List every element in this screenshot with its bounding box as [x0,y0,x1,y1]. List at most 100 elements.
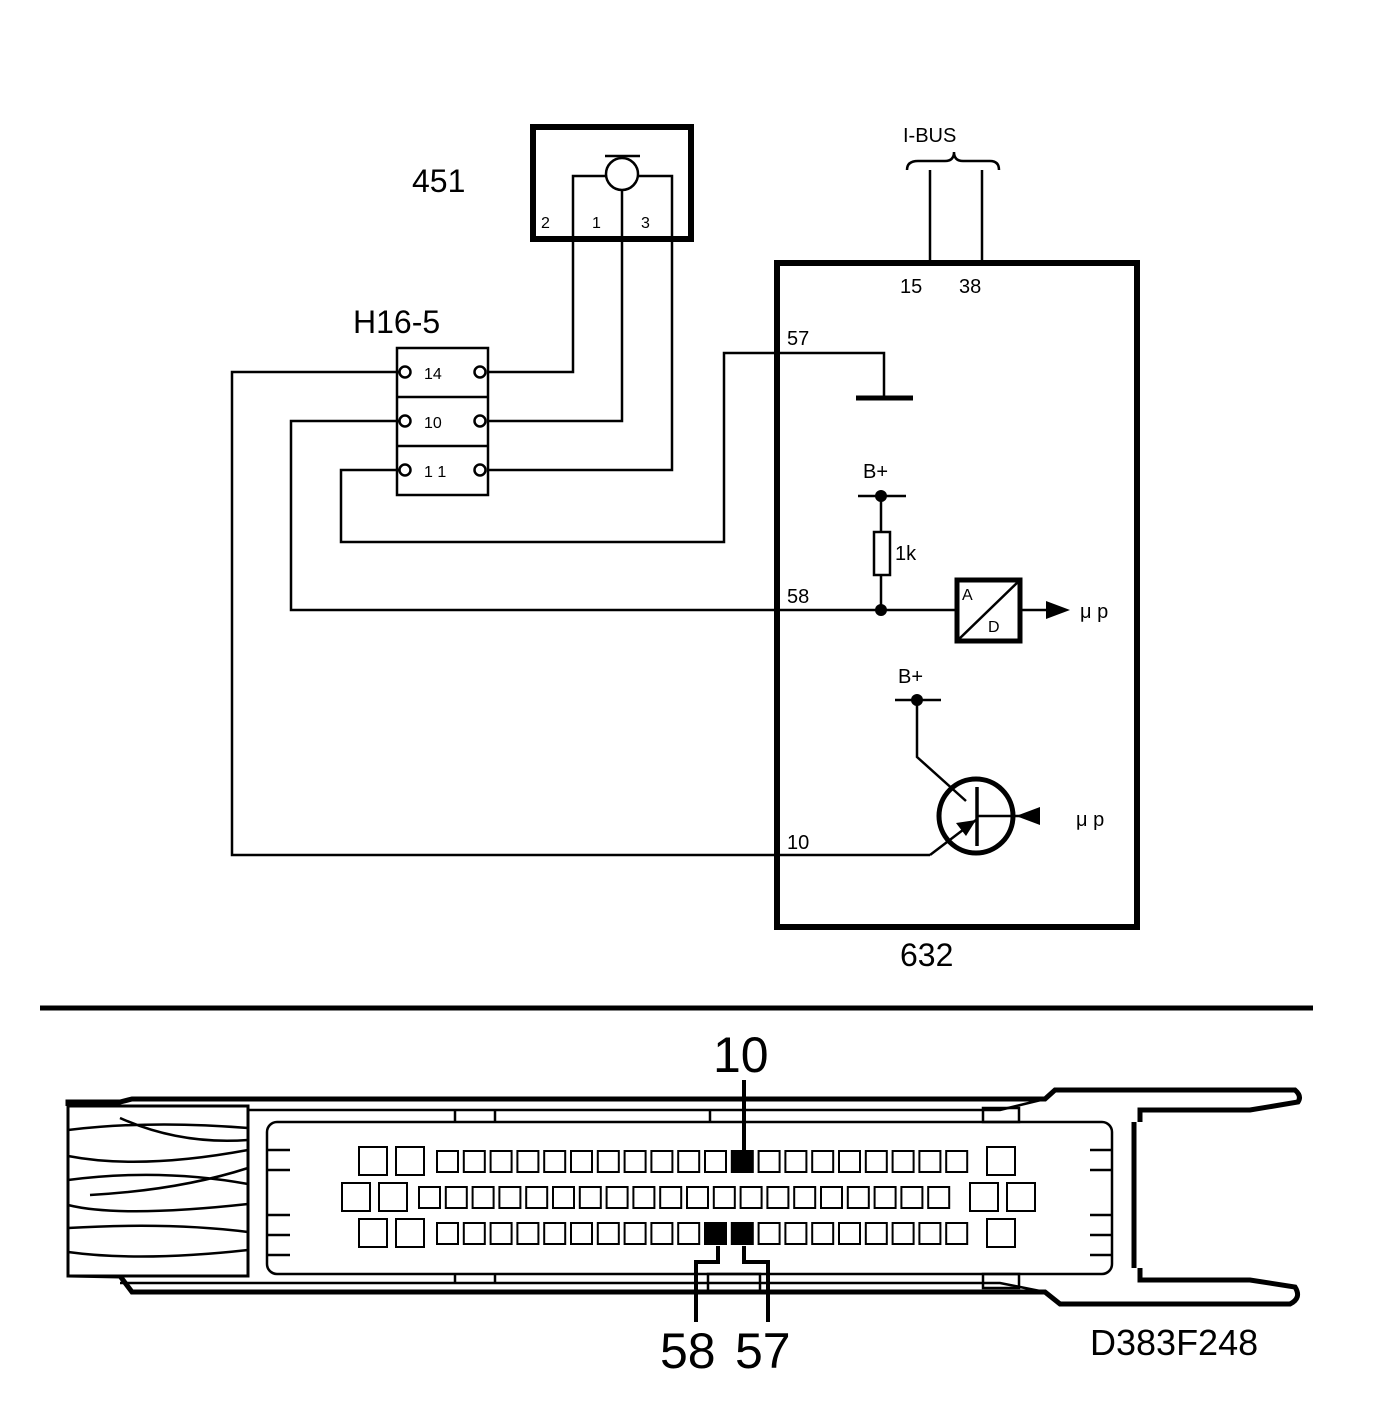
plug-pin [793,1186,817,1209]
plug-housing-bottom-inner [120,1281,1046,1294]
plug-pin [784,1222,808,1245]
plug-pin [945,1222,969,1245]
supply-label-1: B+ [863,461,888,483]
plug-pin [864,1150,888,1173]
plug-large-pin [358,1146,388,1176]
plug-label-58: 58 [660,1323,716,1379]
latch-top [981,1106,1021,1124]
plug-pin [498,1186,522,1209]
plug-large-pin [986,1218,1016,1248]
plug-pin [543,1150,567,1173]
plug-pin [596,1150,620,1173]
cable-strands [67,1116,249,1258]
pin-hole-icon [398,463,412,477]
plug-pin [927,1186,951,1209]
pin-hole-icon [398,414,412,428]
plug-pin [757,1150,781,1173]
wire-switch2-to-c14 [487,239,575,374]
plug-pin [596,1222,620,1245]
pin-grid [341,1146,1036,1248]
arrow-right-icon [1046,601,1070,619]
plug-pin [757,1222,781,1245]
plug-large-pin [1006,1182,1036,1212]
connector-pin-14: 14 [424,366,442,383]
plug-pin [489,1150,513,1173]
plug-pin [891,1222,915,1245]
module-632-label: 632 [900,937,953,973]
wire-c10-to-pin58 [289,419,880,612]
connector-label: H16-5 [353,304,440,340]
plug-pin [677,1150,701,1173]
plug-pin [578,1186,602,1209]
plug-large-pin [986,1146,1016,1176]
leader-pin-58 [694,1246,720,1322]
plug-pin [462,1150,486,1173]
plug-pin [838,1222,861,1245]
carrier-notch-left [267,1148,290,1257]
plug-pin [677,1222,701,1245]
plug-pin [623,1222,647,1245]
plug-pin [712,1186,736,1209]
plug-pin [704,1150,727,1173]
switch-451-label: 451 [412,163,465,199]
connector-pin-11: 1 1 [424,464,446,481]
plug-pin-57-highlight [730,1222,754,1245]
pin-carrier [265,1120,1114,1276]
plug-pin [650,1150,674,1173]
plug-pin [686,1186,709,1209]
plug-pin [570,1150,593,1173]
supply-label-2: B+ [898,666,923,688]
plug-pin [784,1150,808,1173]
plug-pin [436,1150,459,1173]
plug-pin [436,1222,459,1245]
pin-hole-icon [398,365,412,379]
plug-pin [945,1150,969,1173]
wire-c14-to-pin10 [230,370,930,857]
cable-bundle [66,1104,250,1278]
plug-large-pin [378,1182,408,1212]
plug-pin [846,1186,870,1209]
plug-pin [516,1150,540,1173]
plug-housing-top [65,1087,1302,1122]
plug-pin-10-highlight [730,1150,754,1173]
plug-pin [811,1150,835,1173]
wire-c11-to-pin57 [339,351,886,544]
plug-large-pin [358,1218,388,1248]
plug-pin [766,1186,790,1209]
switch-pin-2: 2 [541,215,550,232]
plug-large-pin [969,1182,999,1212]
resistor-icon [872,530,892,577]
pin-hole-icon [473,463,487,477]
plug-pin [462,1222,486,1245]
plug-pin [659,1186,683,1209]
plug-pin [444,1186,468,1209]
pin-15-label: 15 [900,276,922,298]
plug-pin [900,1186,924,1209]
ibus-brace [905,151,1001,171]
connector-h16-5: H16-5 14 10 1 1 [353,304,490,497]
plug-label-10: 10 [713,1027,769,1083]
emitter-arrow-icon [956,820,976,836]
pin-57-label: 57 [787,328,809,350]
plug-pin [811,1222,835,1245]
adc-d-label: D [988,619,1000,636]
plug-pin [873,1186,897,1209]
plug-pin [552,1186,575,1209]
plug-pin [918,1222,942,1245]
plug-large-pin [341,1182,371,1212]
plug-pin [650,1222,674,1245]
pin-38-label: 38 [959,276,981,298]
switch-451-box [530,124,694,242]
adc-a-label: A [962,587,973,604]
latch-bottom [981,1272,1021,1290]
pin-hole-icon [473,365,487,379]
diagram-code: D383F248 [1090,1322,1258,1363]
plug-label-57: 57 [735,1323,791,1379]
mp-in-label: μ p [1076,809,1104,831]
resistor-value: 1k [895,543,917,565]
plug-pin [918,1150,942,1173]
switch-pin-3: 3 [641,215,650,232]
pin-10-label: 10 [787,832,809,854]
plug-pin [838,1150,861,1173]
